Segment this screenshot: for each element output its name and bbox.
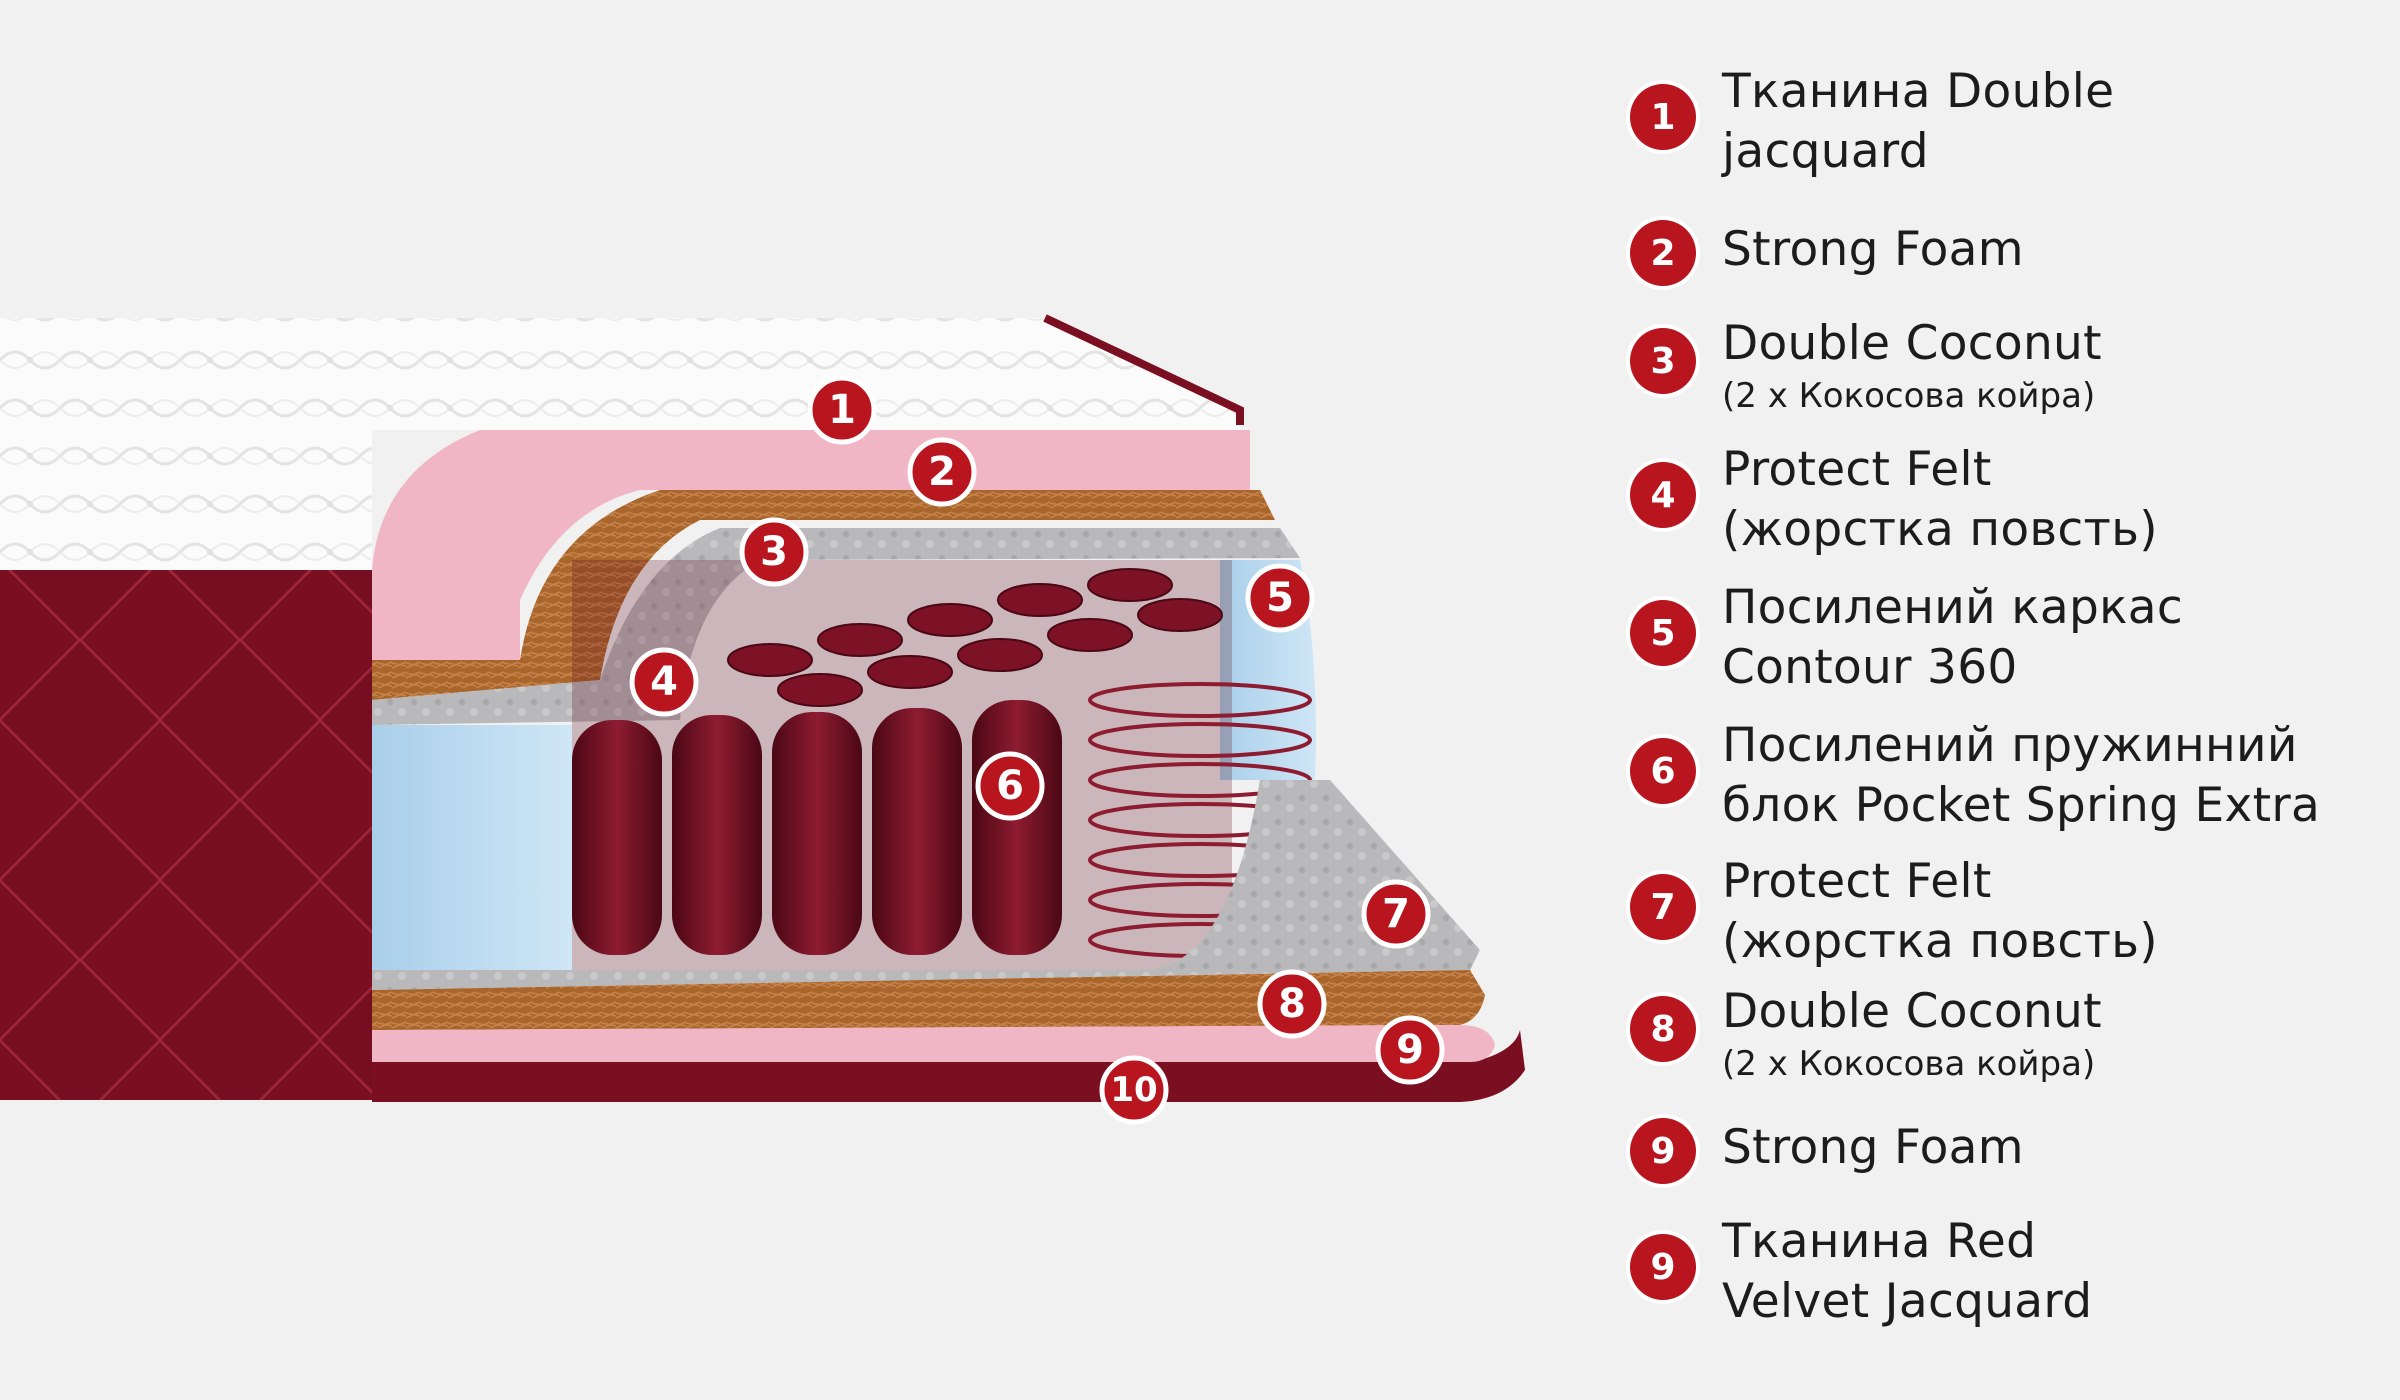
legend-badge: 9 (1630, 1118, 1696, 1184)
marker-1: 1 (807, 375, 877, 445)
legend-item: 5 Посилений каркас Contour 360 (1630, 578, 2390, 698)
marker-6: 6 (975, 751, 1045, 821)
bottom-coconut-layer (372, 970, 1485, 1030)
legend-text: Protect Felt (жорстка повсть) (1722, 852, 2158, 972)
legend-title-line: jacquard (1722, 124, 1929, 179)
legend-badge: 6 (1630, 738, 1696, 804)
marker-2: 2 (907, 437, 977, 507)
legend-badge: 8 (1630, 996, 1696, 1062)
frame-left-block (372, 725, 572, 970)
marker-9-number: 9 (1396, 1027, 1424, 1073)
legend-title: Double Coconut (1722, 314, 2102, 374)
marker-2-number: 2 (928, 449, 956, 495)
top-cover-edge (1043, 314, 1244, 425)
legend-text: Посилений пружинний блок Pocket Spring E… (1722, 716, 2320, 836)
legend-text: Посилений каркас Contour 360 (1722, 578, 2183, 698)
legend-title-line: блок Pocket Spring Extra (1722, 778, 2321, 833)
legend-title-line: Protect Felt (1722, 442, 1992, 497)
legend-text: Double Coconut (2 х Кокосова койра) (1722, 982, 2102, 1084)
spring-pockets-front (572, 700, 1062, 955)
legend-title: Double Coconut (1722, 982, 2102, 1042)
legend-title-line: Protect Felt (1722, 854, 1992, 909)
legend-title: Тканина Double jacquard (1722, 62, 2114, 182)
legend-title: Strong Foam (1722, 1118, 2024, 1178)
legend-badge: 5 (1630, 600, 1696, 666)
legend-note: (2 х Кокосова койра) (1722, 1044, 2096, 1084)
legend-title-line: Double Coconut (1722, 984, 2102, 1039)
legend-text: Тканина Red Velvet Jacquard (1722, 1212, 2092, 1332)
legend-item: 8 Double Coconut (2 х Кокосова койра) (1630, 982, 2390, 1084)
legend-title-line: Посилений каркас (1722, 580, 2184, 635)
marker-4: 4 (629, 647, 699, 717)
legend-item: 6 Посилений пружинний блок Pocket Spring… (1630, 716, 2390, 836)
legend-title: Protect Felt (жорстка повсть) (1722, 440, 2158, 560)
legend-title: Strong Foam (1722, 220, 2024, 280)
legend-note: (2 х Кокосова койра) (1722, 376, 2096, 416)
legend-text: Strong Foam (1722, 220, 2024, 280)
marker-4-number: 4 (650, 659, 678, 705)
legend-title-line: (жорстка повсть) (1722, 502, 2158, 557)
legend-badge: 4 (1630, 462, 1696, 528)
marker-6-number: 6 (996, 763, 1024, 809)
marker-7: 7 (1361, 879, 1431, 949)
legend-title: Посилений каркас Contour 360 (1722, 578, 2183, 698)
legend-badge: 9 (1630, 1234, 1696, 1300)
marker-5-number: 5 (1266, 575, 1294, 621)
legend-title: Protect Felt (жорстка повсть) (1722, 852, 2158, 972)
legend-title-line: (жорстка повсть) (1722, 914, 2158, 969)
mattress-illustration: 1 2 3 4 5 6 7 8 9 10 (0, 314, 1525, 1125)
marker-1-number: 1 (828, 387, 856, 433)
legend-title-line: Double Coconut (1722, 316, 2102, 371)
legend-item: 1 Тканина Double jacquard (1630, 62, 2390, 182)
legend-item: 9 Тканина Red Velvet Jacquard (1630, 1212, 2390, 1332)
legend-text: Strong Foam (1722, 1118, 2024, 1178)
bottom-foam-layer (372, 1025, 1495, 1062)
legend-badge: 3 (1630, 328, 1696, 394)
legend-text: Double Coconut (2 х Кокосова койра) (1722, 314, 2102, 416)
legend-item: 9 Strong Foam (1630, 1118, 2390, 1184)
marker-10-number: 10 (1110, 1070, 1157, 1110)
marker-3: 3 (739, 517, 809, 587)
velvet-bottom-base (372, 1030, 1525, 1102)
legend-item: 2 Strong Foam (1630, 220, 2390, 286)
marker-3-number: 3 (760, 529, 788, 575)
legend-title: Посилений пружинний блок Pocket Spring E… (1722, 716, 2320, 836)
velvet-side-panel (0, 570, 372, 1100)
layer-legend: 1 Тканина Double jacquard 2 Strong Foam … (1630, 0, 2390, 1400)
legend-item: 7 Protect Felt (жорстка повсть) (1630, 852, 2390, 972)
legend-text: Тканина Double jacquard (1722, 62, 2114, 182)
legend-badge: 7 (1630, 874, 1696, 940)
bottom-felt-layer (372, 780, 1480, 990)
marker-9: 9 (1375, 1015, 1445, 1085)
marker-8-number: 8 (1278, 981, 1306, 1027)
legend-title-line: Strong Foam (1722, 222, 2024, 277)
top-foam-layer (372, 430, 1250, 660)
marker-7-number: 7 (1382, 891, 1410, 937)
legend-title-line: Strong Foam (1722, 1120, 2024, 1175)
top-coconut-layer (372, 490, 1275, 700)
legend-title-line: Посилений пружинний (1722, 718, 2298, 773)
legend-badge: 2 (1630, 220, 1696, 286)
top-felt-layer (372, 528, 1300, 725)
legend-badge: 1 (1630, 84, 1696, 150)
legend-title-line: Contour 360 (1722, 640, 2018, 695)
marker-8: 8 (1257, 969, 1327, 1039)
marker-10: 10 (1099, 1055, 1169, 1125)
legend-title: Тканина Red Velvet Jacquard (1722, 1212, 2092, 1332)
quilted-top-cover (0, 318, 1240, 570)
legend-item: 4 Protect Felt (жорстка повсть) (1630, 440, 2390, 560)
legend-title-line: Velvet Jacquard (1722, 1274, 2093, 1329)
spring-pockets-top (727, 568, 1223, 707)
legend-item: 3 Double Coconut (2 х Кокосова койра) (1630, 314, 2390, 416)
legend-title-line: Тканина Red (1722, 1214, 2037, 1269)
legend-text: Protect Felt (жорстка повсть) (1722, 440, 2158, 560)
legend-title-line: Тканина Double (1722, 64, 2115, 119)
marker-5: 5 (1245, 563, 1315, 633)
